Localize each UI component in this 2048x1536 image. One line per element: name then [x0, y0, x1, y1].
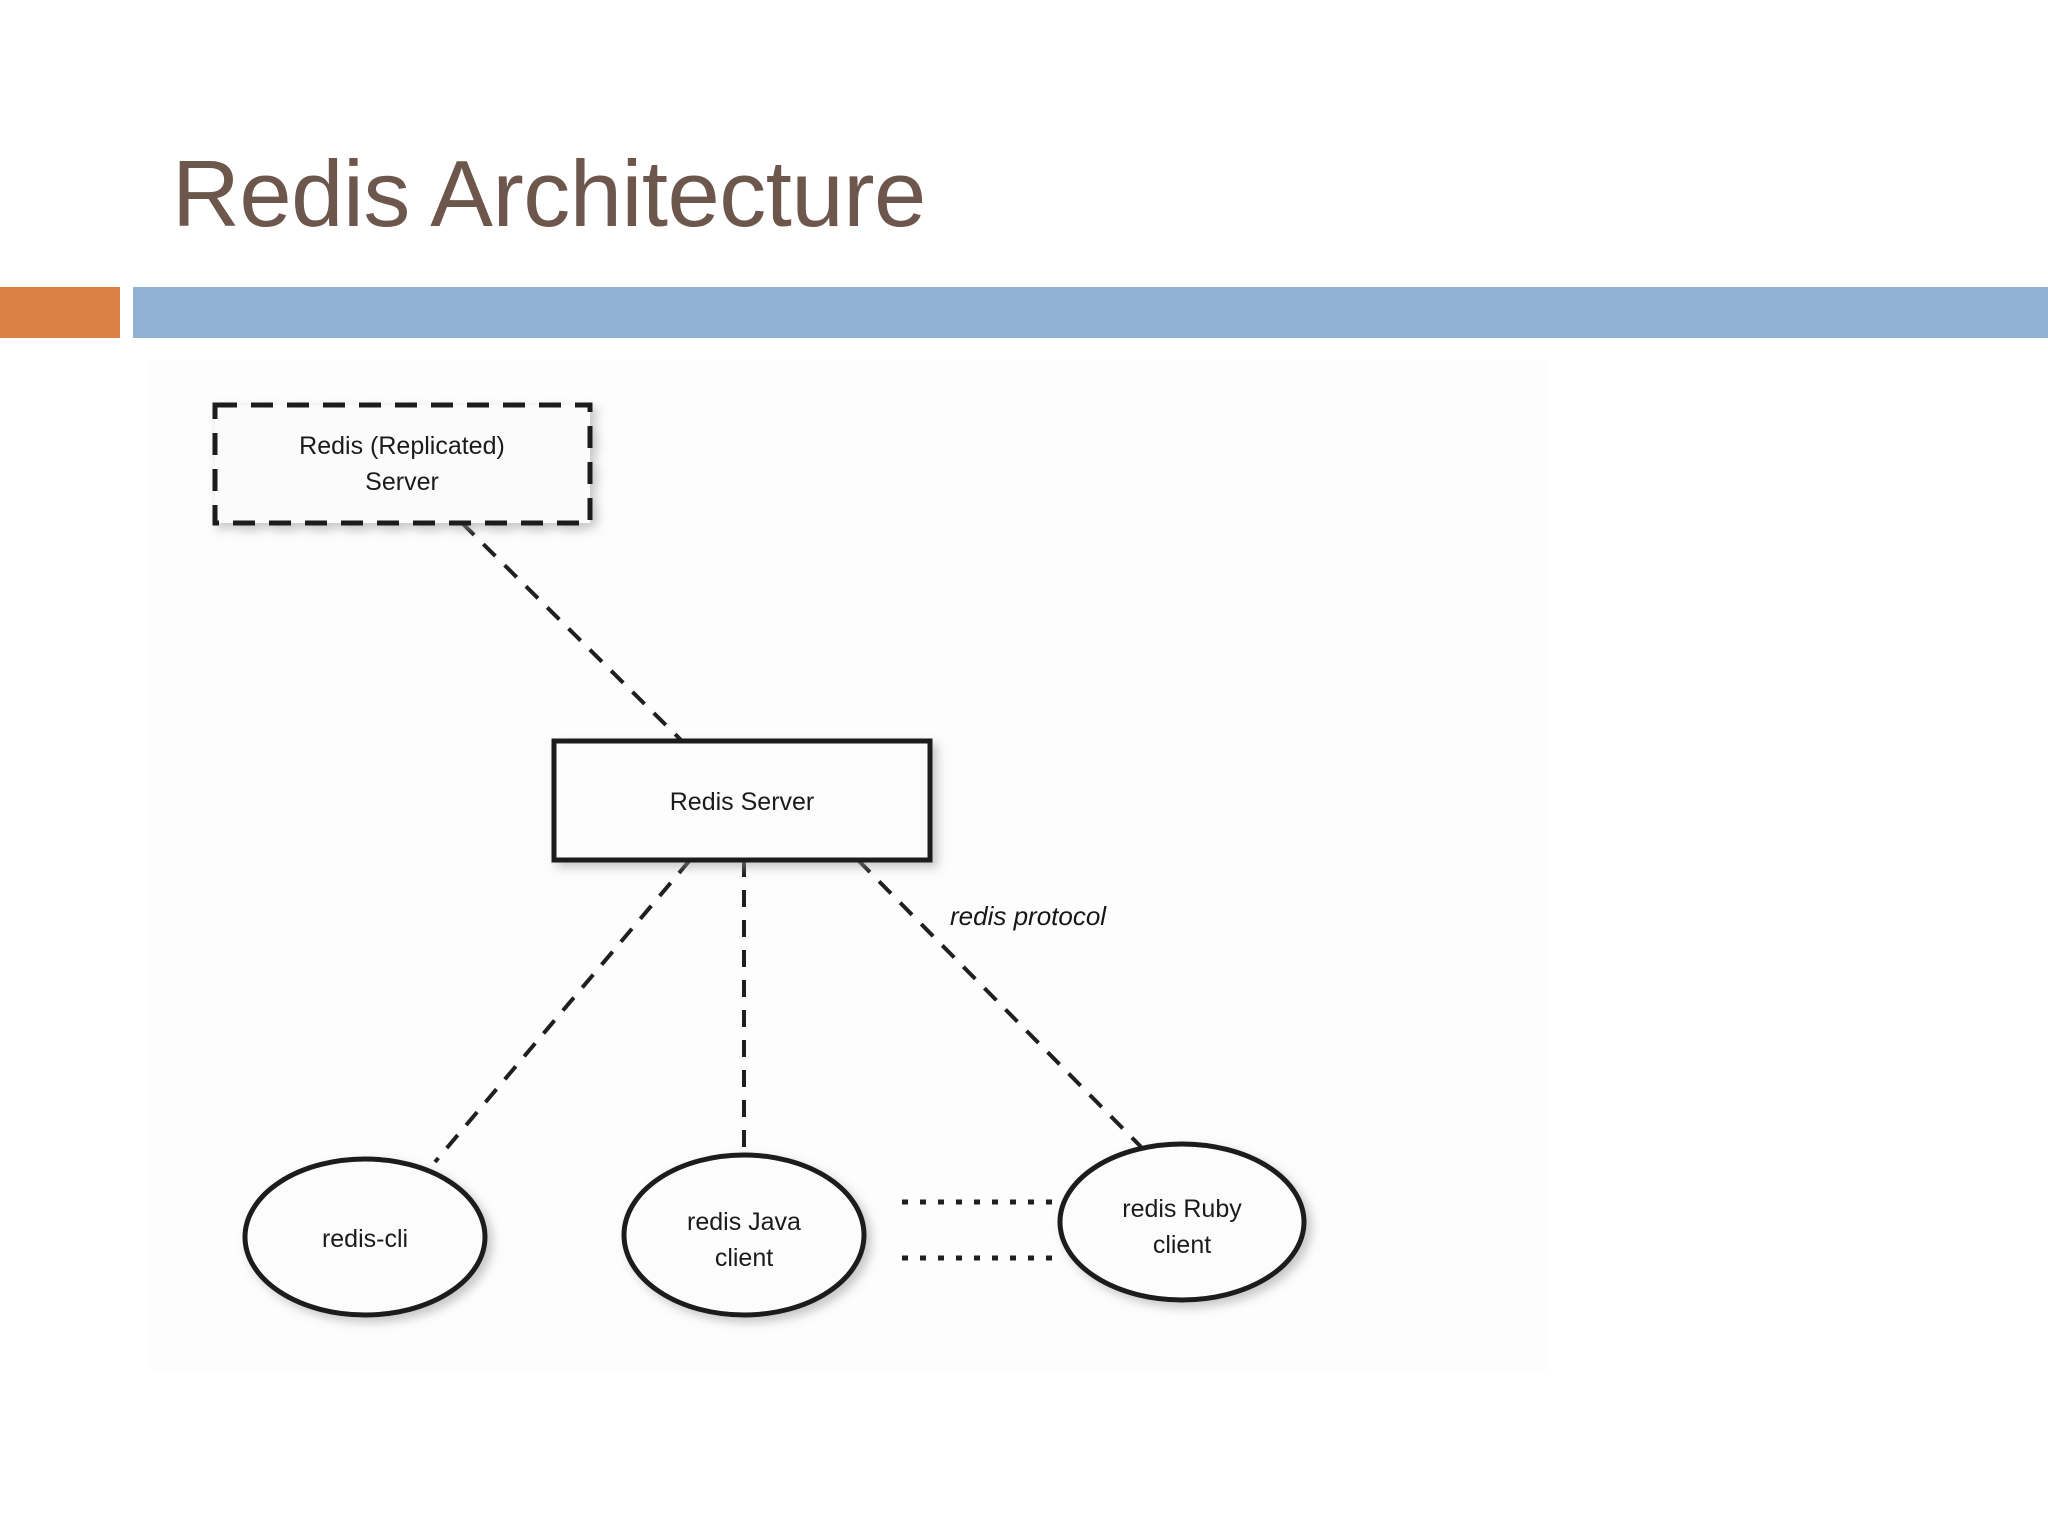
node-replicated-server[interactable]: Redis (Replicated) Server	[212, 402, 593, 526]
redis-ruby-client-label-line2: client	[1153, 1231, 1211, 1259]
edge-server-to-ruby	[856, 858, 1152, 1158]
edge-label-redis-protocol: redis protocol	[950, 901, 1107, 931]
accent-bar-left	[0, 287, 120, 338]
redis-cli-ellipse	[242, 1156, 488, 1318]
redis-java-client-label-line1: redis Java	[687, 1208, 801, 1236]
page-title: Redis Architecture	[172, 140, 926, 246]
redis-server-label: Redis Server	[670, 788, 815, 816]
node-redis-java-client[interactable]: redis Java client	[621, 1152, 867, 1318]
replicated-server-label-line2: Server	[365, 468, 439, 496]
diagram-canvas: redis protocol Redis (Replicated) Server…	[212, 402, 1307, 1318]
redis-ruby-client-ellipse	[1057, 1141, 1307, 1303]
edge-server-to-cli	[433, 858, 692, 1164]
replicated-server-label-line1: Redis (Replicated)	[299, 432, 505, 460]
replicated-server-box	[212, 402, 593, 526]
redis-ruby-client-label-line1: redis Ruby	[1122, 1195, 1242, 1223]
node-redis-server[interactable]: Redis Server	[551, 738, 933, 863]
redis-server-box	[551, 738, 933, 863]
edge-replicated-to-server	[460, 521, 685, 744]
redis-java-client-ellipse	[621, 1152, 867, 1318]
redis-java-client-label-line2: client	[715, 1244, 773, 1272]
architecture-diagram: redis protocol Redis (Replicated) Server…	[150, 360, 1550, 1370]
node-redis-ruby-client[interactable]: redis Ruby client	[1057, 1141, 1307, 1303]
node-redis-cli[interactable]: redis-cli	[242, 1156, 488, 1318]
divider-bar	[133, 287, 2048, 338]
redis-cli-label: redis-cli	[322, 1225, 408, 1253]
